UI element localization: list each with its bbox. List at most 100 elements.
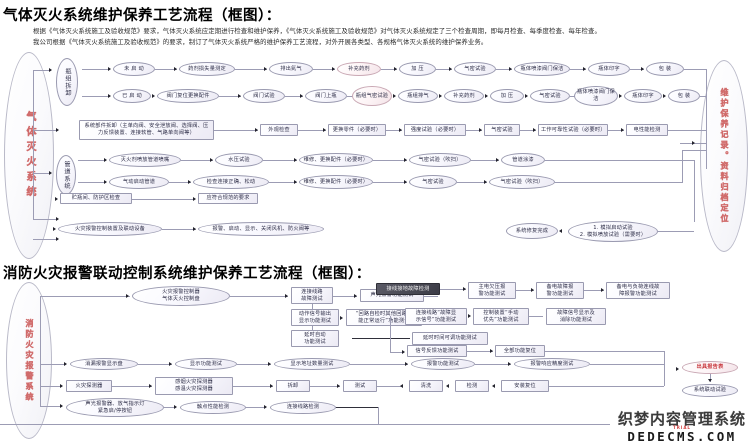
flow2-rowD-arrow-1 xyxy=(169,361,172,366)
flow1-rowB-node-4: 瓶组气密试验 xyxy=(352,86,392,106)
flow2-rowA-link-6 xyxy=(584,290,604,291)
flow2-rowB-node-0: 动作信号输出 显示功能测试 xyxy=(291,309,339,326)
flow2-rowA-arrow-4 xyxy=(463,286,466,291)
flow2-rowG-drop xyxy=(710,374,711,382)
flow1-rowB-node-8: 气密试验 xyxy=(530,89,570,103)
flow1-rowC-arrow-2 xyxy=(323,127,326,132)
watermark-cn: 织梦内容管理系统 xyxy=(617,409,746,428)
flow1-rowB-node-9: 瓶体喷漆阀门保洁 xyxy=(574,86,618,106)
flow2-rowF-arrow-1 xyxy=(174,404,177,409)
flow1-rowE-arrow-0 xyxy=(104,179,107,184)
intro-line-1: 根据《气体灭火系统施工及验收规范》要求，气体灭火系统应定期进行检查和维护保养，《… xyxy=(33,27,601,35)
flow2-rowD-arrow-4 xyxy=(508,361,511,366)
flow1-rowA-arrow-7 xyxy=(583,66,586,71)
flow2-rowE-arrow-6 xyxy=(492,383,495,388)
flow1-spine xyxy=(33,70,34,220)
flow1-rowF-link-1 xyxy=(132,199,194,200)
flow1-rowC-arrow-5 xyxy=(533,127,536,132)
flow2-rowA-link-1 xyxy=(230,296,288,297)
flow1-rowC-link-6 xyxy=(608,130,624,131)
flow1-rowA-arrow-2 xyxy=(264,66,267,71)
flow1-rowD-link-2 xyxy=(263,160,297,161)
flow2-rowF-link-2 xyxy=(246,407,266,408)
flow1-rowC-link-4 xyxy=(466,130,482,131)
flow1-rowA-lead xyxy=(82,69,110,70)
flow2-rowE-arrow-0 xyxy=(60,383,63,388)
flow1-rowB-arrow-6 xyxy=(439,93,442,98)
flow1-rowD-node-0: 灭火剂喷放管道喷嘴 xyxy=(109,153,181,167)
flow1-rowE-link-3 xyxy=(373,182,407,183)
flow1-rowB-node-6: 补充药剂 xyxy=(444,89,484,103)
flow2-rowF-node-1: 触点性能检测 xyxy=(180,401,246,414)
flow1-rowG-arrow-1 xyxy=(193,226,196,231)
flow1-rowC-link-2 xyxy=(298,130,326,131)
flow1-rowB-link-9 xyxy=(570,96,576,97)
flow2-rowF-arrow-0 xyxy=(60,403,63,408)
flow1-rowC-arrow-6 xyxy=(621,127,624,132)
flow1-rowG-link-1 xyxy=(162,229,196,230)
flow1-rowD-arrow-1 xyxy=(210,157,213,162)
flow2-rowC-node-1: 延时时间可调功能测试 xyxy=(412,332,488,345)
flow1-right-label: 维护保养记录。资料归档定位 xyxy=(720,87,729,225)
flow1-rowF-arrow-0 xyxy=(55,196,58,201)
flow1-rowE-node-3: 气密试验 xyxy=(409,175,457,189)
flow1-rowB-node-11: 包 装 xyxy=(668,89,700,103)
flow2-rowC-tail xyxy=(545,351,665,352)
flow1-rowC-node-4: 气密试验 xyxy=(484,124,520,136)
flow1-rowD-riser xyxy=(694,160,695,222)
flow1-rowE-node-0: 气动启动管道 xyxy=(109,175,169,189)
flow2-rowC-bus xyxy=(390,316,391,352)
flow2-rowF-drop xyxy=(378,407,379,424)
flow2-rowA-lead xyxy=(40,296,130,297)
flow1-rowA-node-2: 排出氮气 xyxy=(269,62,313,76)
flow2-rowC-link-3 xyxy=(467,351,493,352)
flow2-rowA-arrow-1 xyxy=(285,293,288,298)
flow1-rowE-arrow-4 xyxy=(484,179,487,184)
flow2-rowD-node-1: 显示功能测试 xyxy=(175,358,237,370)
flow1-spine-branch-e xyxy=(33,239,58,240)
flow1-rowG-arrow-0 xyxy=(53,226,56,231)
flow1-spine-branch-c xyxy=(33,173,51,174)
flow1-rowA-link-2 xyxy=(235,69,267,70)
flow2-rowB-node-3: 控制装置“手动 优先”功能测试 xyxy=(473,308,529,325)
flow1-rowB-link-3 xyxy=(285,96,303,97)
flow2-spine xyxy=(40,296,41,406)
flow1-rowC-exit xyxy=(668,130,706,131)
flow1-rowD-arrow-4 xyxy=(496,157,499,162)
flow2-rowE-node-0: 火灾探测器 xyxy=(66,380,112,392)
flow1-rowA-link-6 xyxy=(496,69,512,70)
flow2-rowF-node-2: 连接线路检测 xyxy=(270,401,336,414)
flow1-rowC-node-1: 外观检查 xyxy=(260,124,298,136)
flow2-rowE-arrow-3 xyxy=(337,383,340,388)
flow1-rowB-tail xyxy=(700,96,706,97)
flow2-rowC-bus-out xyxy=(390,352,404,353)
flow2-rowA-node-4: 主电欠压报 警功能测试 xyxy=(468,282,516,299)
flow1-rowE-tail xyxy=(555,182,683,183)
flow1-right-label-ellipse: 维护保养记录。资料归档定位 xyxy=(700,60,748,252)
flow1-rowE-node-1: 检查连接正确、松动 xyxy=(193,175,269,189)
flow1-arrow-d xyxy=(56,216,59,221)
flow1-rowC-node-0: 系统部件拆卸（主单向阀、安全泄放阀、选择阀、压力反馈装置、连接软管、气路单向阀等… xyxy=(79,120,214,140)
flow2-rowB-arrow-1 xyxy=(340,315,343,320)
flow2-rowD-arrow-0 xyxy=(64,361,67,366)
flow2-rowD-arrow-3 xyxy=(405,361,408,366)
flow1-rowB-arrow-8 xyxy=(525,93,528,98)
flow1-rowB-arrow-0 xyxy=(108,93,111,98)
flow1-spine-branch-b xyxy=(33,130,58,131)
flow2-rowA-node-1: 连接线路 故障测试 xyxy=(291,287,333,304)
watermark: 织梦内容管理系统 TRIAL DEDECMS.COM xyxy=(617,409,746,444)
flow2-rowD-link-2 xyxy=(237,364,271,365)
flow1-rowB-node-3: 阀门上瓶 xyxy=(305,89,347,103)
flow1-left-label: 气体灭火系统 xyxy=(24,110,35,201)
flow1-rowA-arrow-3 xyxy=(332,66,335,71)
flow1-rowA-arrow-4 xyxy=(394,66,397,71)
flow2-left-label: 消防火灾报警系统 xyxy=(25,318,34,403)
flow1-rowD-node-3: 气密试验（吹扫） xyxy=(409,153,471,167)
flow2-rowG-node-0: 出具报告表 xyxy=(682,361,738,374)
flow2-rowA-link-2 xyxy=(333,296,357,297)
flow1-rowA-arrow-0 xyxy=(108,66,111,71)
flow2-rowE-riser xyxy=(664,371,665,386)
flow1-rowB-arrow-7 xyxy=(485,93,488,98)
flow1-rowB-arrow-2 xyxy=(238,93,241,98)
